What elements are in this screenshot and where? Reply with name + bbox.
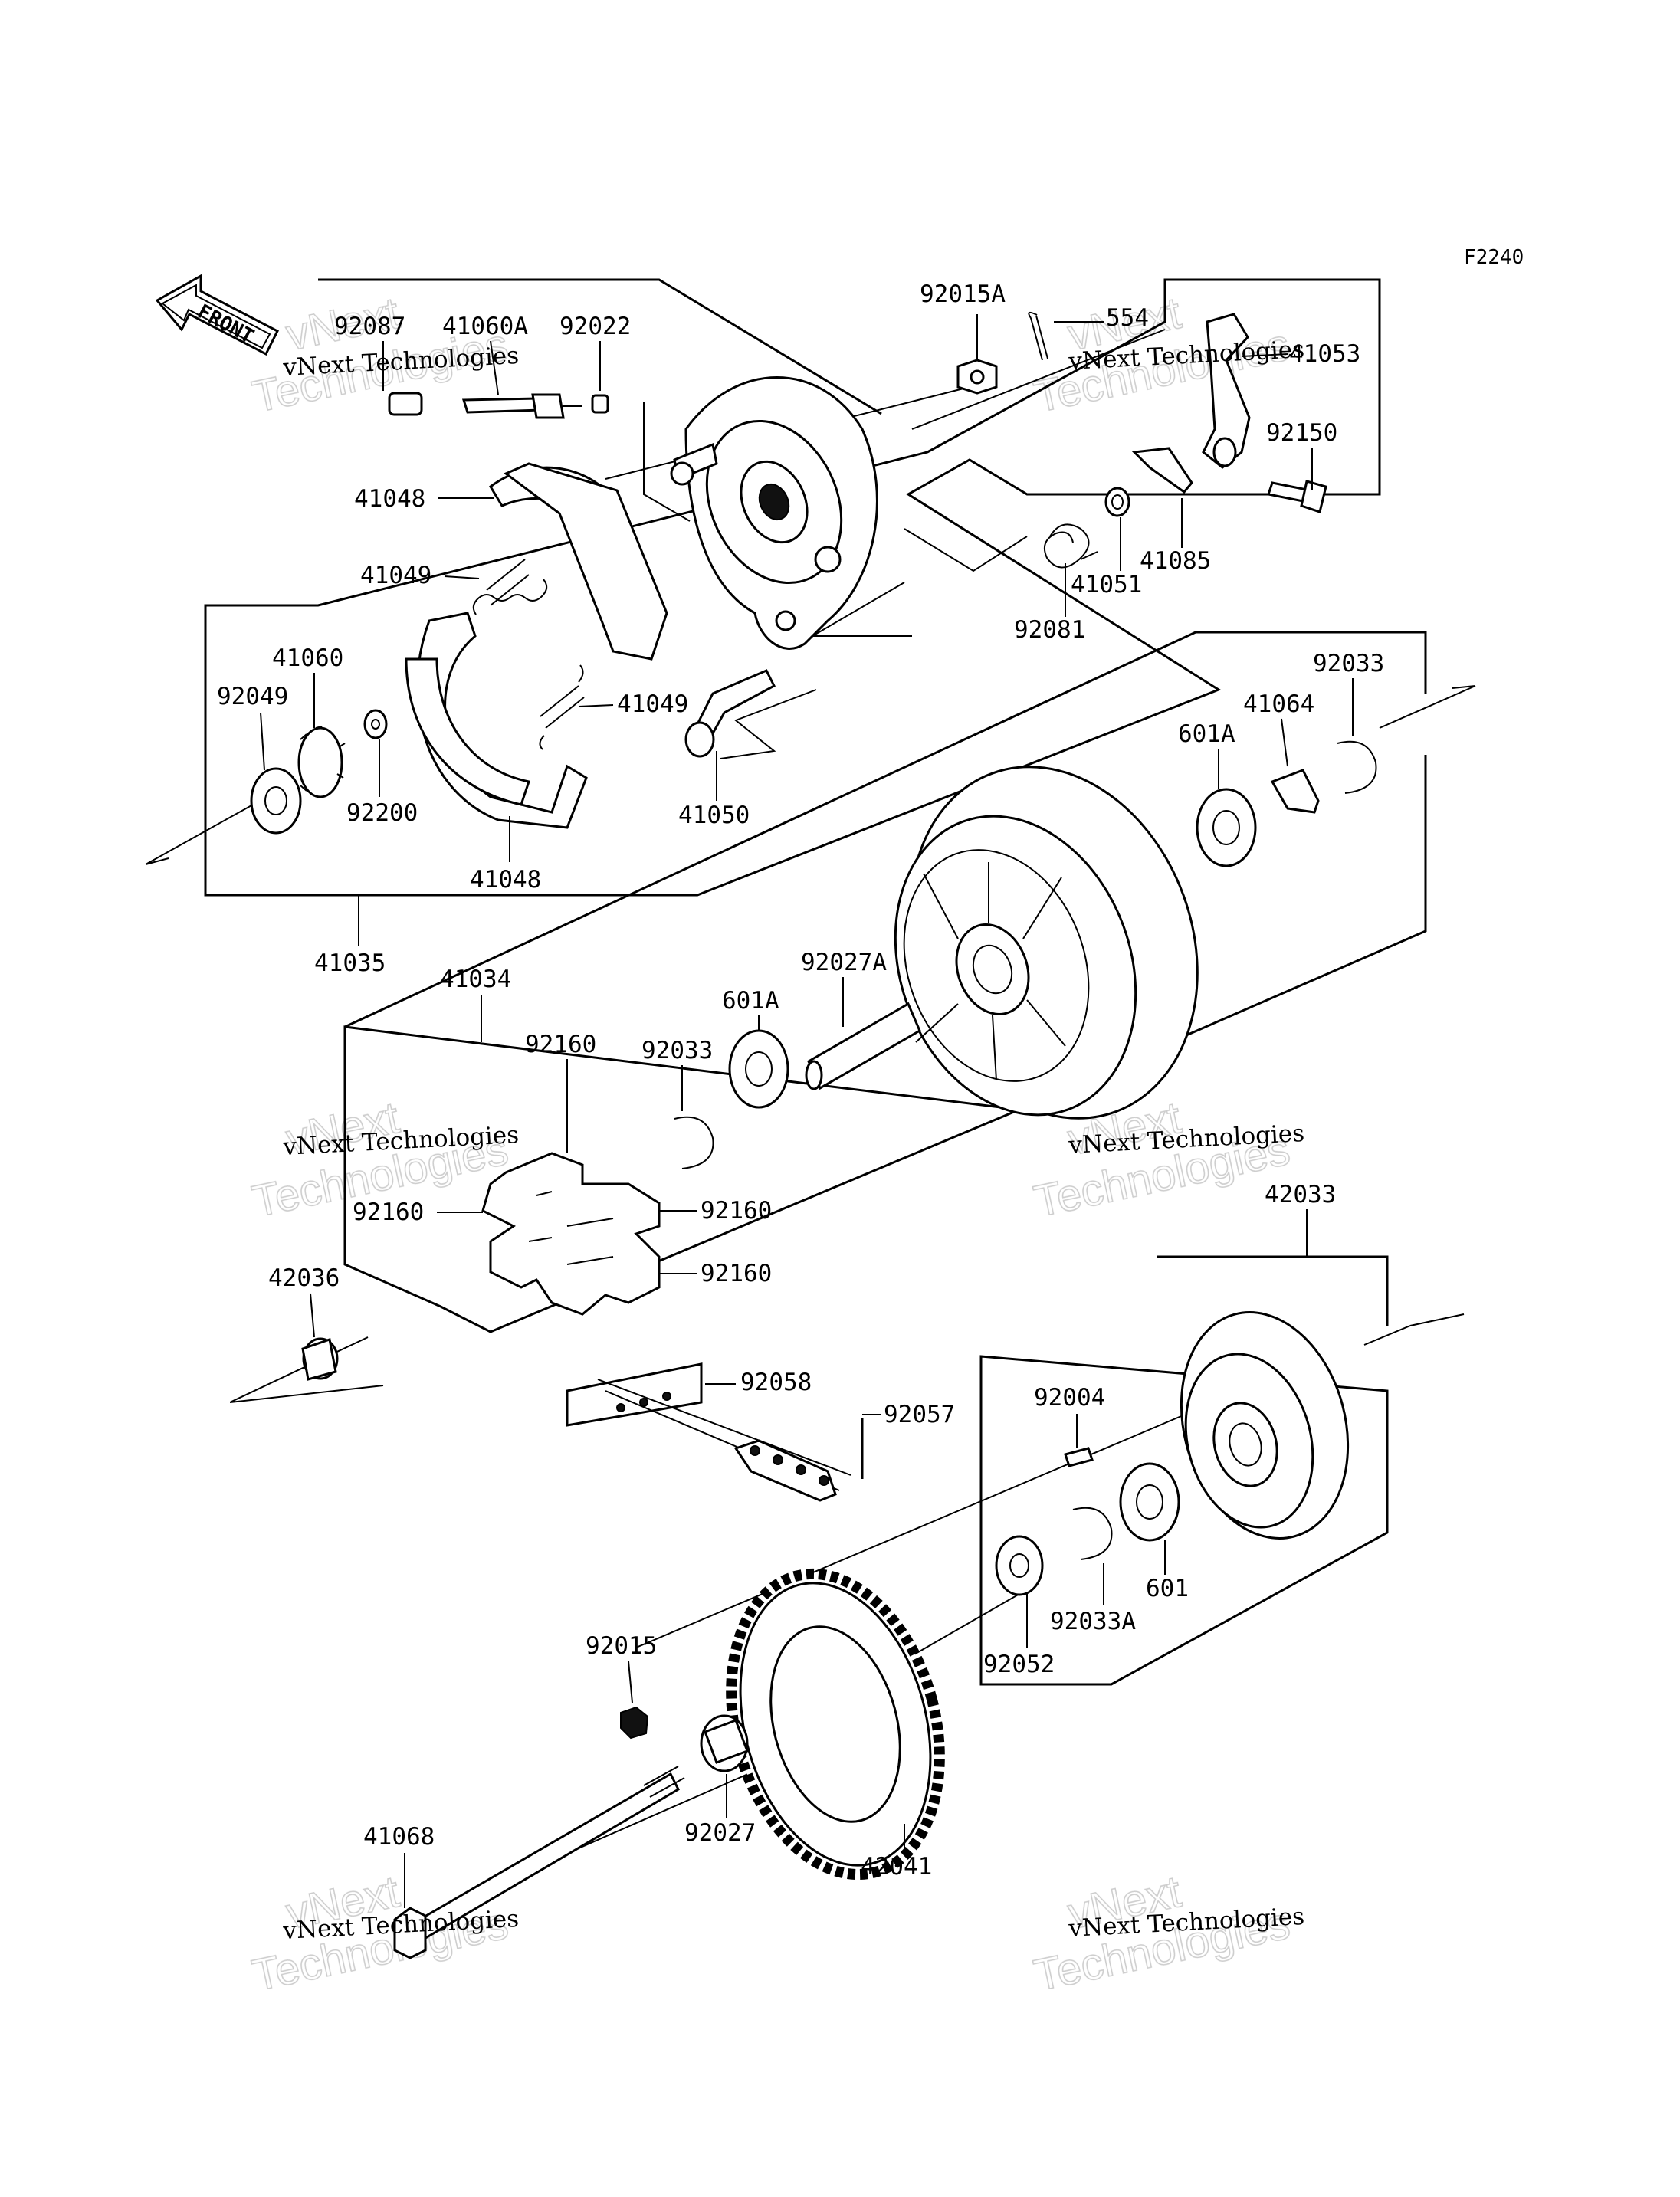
callout-92033A: 92033A bbox=[1050, 1608, 1136, 1635]
callout-41053: 41053 bbox=[1289, 340, 1360, 368]
callout-92033-lower: 92033 bbox=[641, 1037, 713, 1064]
callout-601A-lower: 601A bbox=[722, 987, 779, 1015]
callout-92015: 92015 bbox=[586, 1632, 657, 1660]
callout-601A-upper: 601A bbox=[1178, 720, 1235, 748]
rear-axle-part bbox=[393, 1766, 685, 1959]
callout-41068: 41068 bbox=[363, 1823, 435, 1851]
callout-41051: 41051 bbox=[1071, 571, 1142, 598]
callout-92150: 92150 bbox=[1266, 419, 1337, 447]
brake-shoe-lower-part bbox=[405, 612, 588, 829]
callout-92160-top: 92160 bbox=[525, 1031, 596, 1058]
callout-41085: 41085 bbox=[1140, 547, 1211, 575]
callout-41064: 41064 bbox=[1243, 690, 1314, 718]
callout-92015A: 92015A bbox=[920, 280, 1006, 308]
rear-sprocket-part bbox=[726, 1568, 945, 1881]
fitting-parts bbox=[250, 311, 1327, 835]
bearings-and-clips bbox=[674, 740, 1377, 1169]
callout-92058: 92058 bbox=[740, 1369, 812, 1396]
brake-panel-part bbox=[670, 376, 878, 650]
callout-92087: 92087 bbox=[334, 313, 405, 340]
callout-41060A: 41060A bbox=[442, 313, 528, 340]
callout-92081: 92081 bbox=[1014, 616, 1085, 644]
callout-92004: 92004 bbox=[1034, 1384, 1105, 1412]
figure-code: F2240 bbox=[1464, 246, 1524, 269]
sprocket-fasteners bbox=[620, 1706, 749, 1772]
assembly-frames bbox=[204, 278, 1427, 1686]
callout-42036: 42036 bbox=[268, 1264, 340, 1292]
sprocket-bearing-parts bbox=[995, 1447, 1180, 1596]
callout-41035: 41035 bbox=[314, 949, 386, 977]
spring-upper-icon bbox=[472, 559, 548, 615]
hub-damper-part bbox=[481, 1152, 661, 1316]
callout-41048-upper: 41048 bbox=[354, 485, 425, 513]
spring-lower-icon bbox=[539, 664, 585, 750]
leader-lines bbox=[260, 314, 1354, 1908]
collar-part bbox=[301, 1337, 339, 1381]
callout-601: 601 bbox=[1146, 1575, 1189, 1602]
callout-41060: 41060 bbox=[272, 644, 343, 672]
callout-92052: 92052 bbox=[983, 1651, 1055, 1678]
callout-92033-upper: 92033 bbox=[1313, 650, 1384, 677]
brake-shoe-upper-part bbox=[489, 462, 668, 661]
callout-92160-right: 92160 bbox=[701, 1197, 772, 1225]
callout-92022: 92022 bbox=[559, 313, 631, 340]
callout-92160-bottom: 92160 bbox=[701, 1260, 772, 1287]
drive-chain-part bbox=[566, 1362, 851, 1502]
callout-41049-lower: 41049 bbox=[617, 690, 688, 718]
callout-41049-upper: 41049 bbox=[360, 562, 431, 589]
callout-labels: 92015A 554 41053 92150 41085 41051 92081… bbox=[217, 280, 1384, 1881]
wheel-hub-part bbox=[894, 766, 1199, 1120]
callout-41048-lower: 41048 bbox=[470, 866, 541, 894]
callout-92200: 92200 bbox=[346, 799, 418, 827]
callout-41050: 41050 bbox=[678, 802, 750, 829]
sprocket-hub-part bbox=[1180, 1311, 1350, 1540]
callout-42033: 42033 bbox=[1265, 1181, 1336, 1208]
callout-42041: 42041 bbox=[861, 1853, 932, 1881]
callout-554: 554 bbox=[1106, 304, 1149, 332]
callout-92057: 92057 bbox=[884, 1401, 955, 1428]
callout-92160-left: 92160 bbox=[353, 1199, 424, 1226]
callout-92027: 92027 bbox=[684, 1819, 756, 1847]
callout-92027A: 92027A bbox=[801, 949, 887, 976]
front-arrow-icon: FRONT bbox=[155, 274, 280, 356]
callout-41034: 41034 bbox=[440, 966, 511, 993]
callout-92049: 92049 bbox=[217, 683, 288, 710]
